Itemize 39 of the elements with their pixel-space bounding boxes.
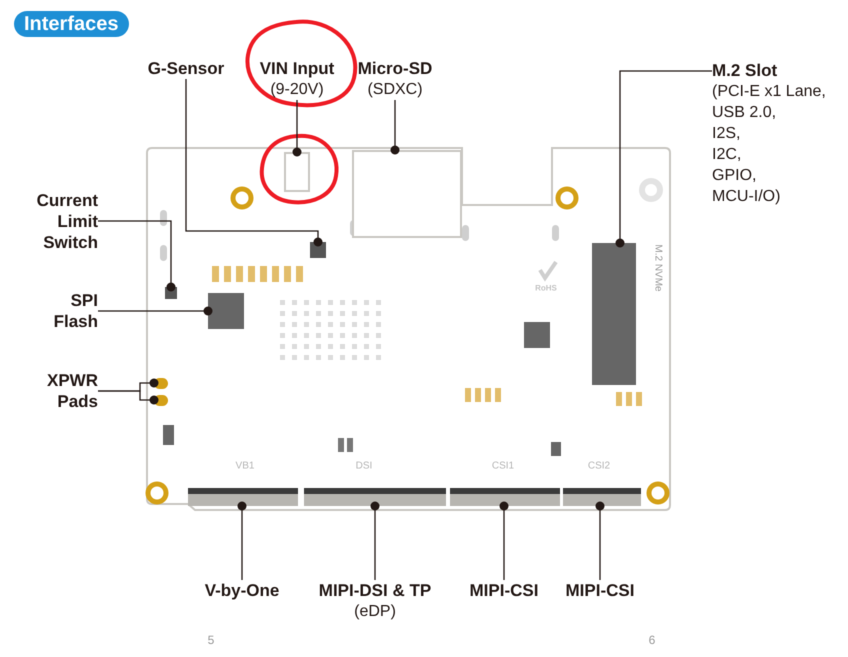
leader-line	[185, 79, 322, 246]
leader-line	[238, 502, 246, 580]
flash-chip	[208, 293, 244, 329]
sd-card-slot	[352, 150, 462, 238]
callout-label: MIPI-CSI	[555, 580, 645, 601]
leader-line	[98, 306, 212, 316]
page-number: 6	[648, 633, 656, 647]
ribbon-connector	[188, 488, 298, 506]
silkscreen-label: VB1	[236, 460, 254, 472]
callout-label: Current Limit Switch	[28, 190, 98, 253]
callout-label: M.2 Slot (PCI-E x1 Lane, USB 2.0, I2S, I2C, GPIO, MCU-I/O)	[712, 60, 848, 207]
silkscreen-label: CSI1	[492, 460, 514, 472]
power-connector	[284, 152, 310, 192]
ribbon-connector	[450, 488, 560, 506]
leader-line	[616, 70, 712, 248]
silkscreen-label: M.2 NVMe	[652, 244, 664, 292]
callout-label: MIPI-CSI	[459, 580, 549, 601]
ribbon-connector	[563, 488, 641, 506]
leader-line	[370, 502, 380, 580]
leader-line	[500, 502, 508, 580]
silkscreen-label: CSI2	[588, 460, 610, 472]
leader-line	[98, 390, 158, 404]
leader-line	[292, 100, 302, 156]
leader-line	[98, 220, 176, 292]
callout-label: G-Sensor	[131, 58, 241, 79]
title-badge: Interfaces	[14, 11, 128, 37]
ribbon-connector	[304, 488, 446, 506]
compliance-mark-label: RoHS	[535, 284, 557, 292]
leader-line	[596, 502, 604, 580]
callout-label: MIPI-DSI & TP (eDP)	[300, 580, 450, 622]
leader-line	[390, 100, 400, 154]
silkscreen-label: DSI	[356, 460, 372, 472]
callout-label: SPI Flash	[28, 290, 98, 332]
callout-label: Micro-SD (SDXC)	[350, 58, 440, 100]
callout-label: XPWR Pads	[28, 370, 98, 412]
callout-label: V-by-One	[187, 580, 297, 601]
callout-label: VIN Input (9-20V)	[247, 58, 347, 100]
m2-slot	[592, 243, 636, 385]
page-number: 5	[208, 633, 214, 647]
